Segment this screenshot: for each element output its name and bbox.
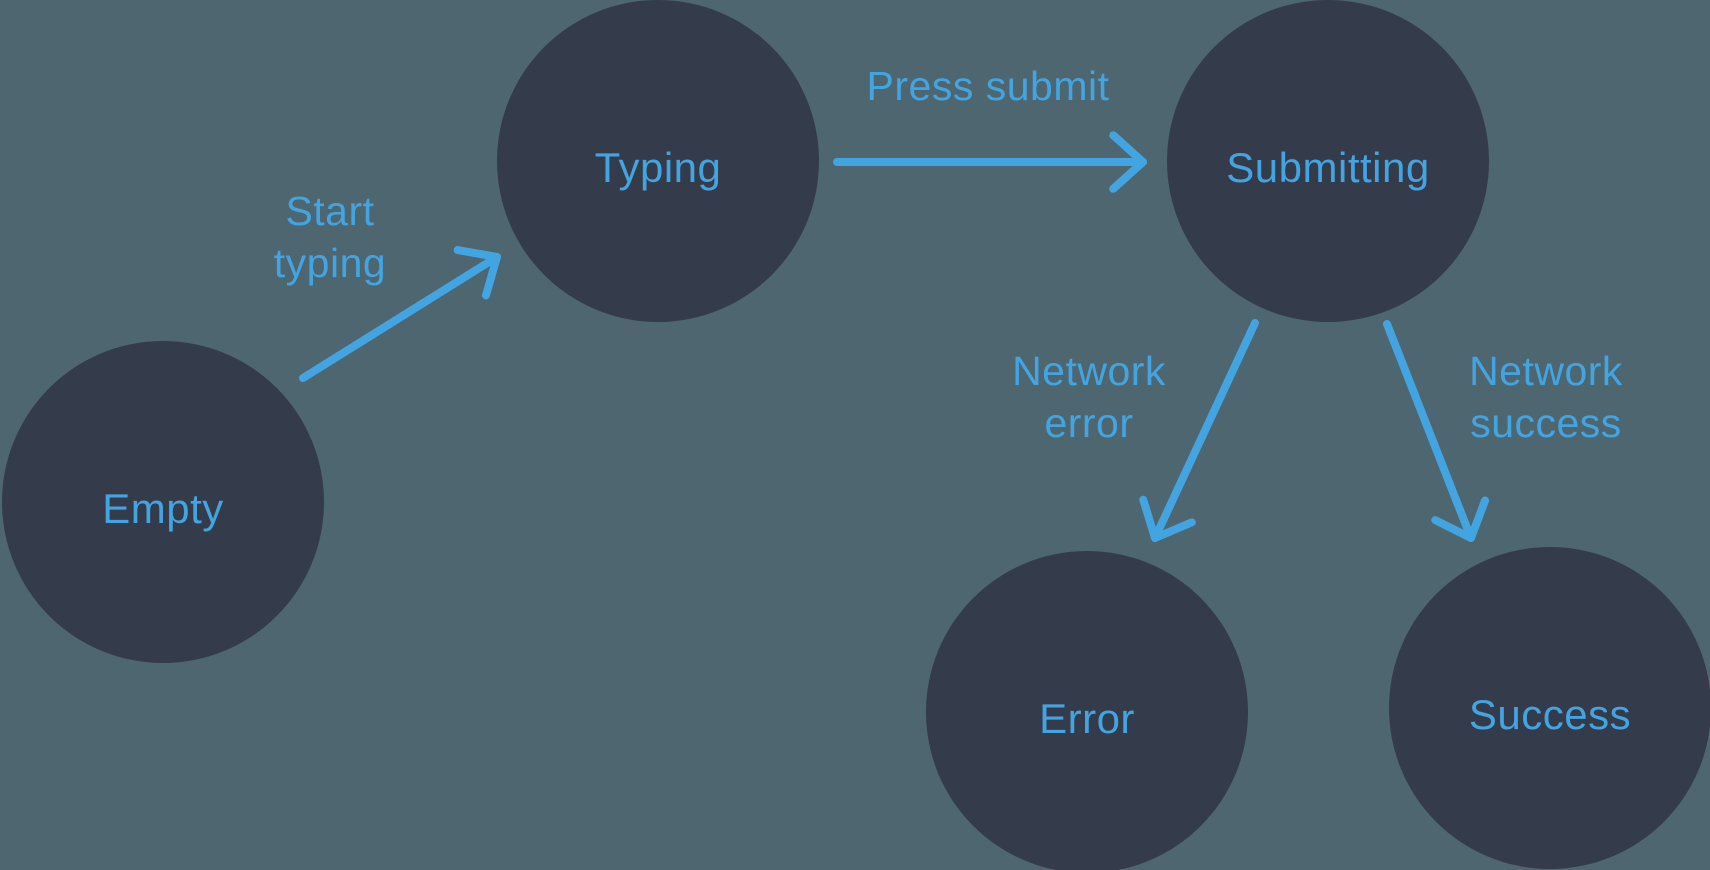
edge-label-press-submit: Press submit (867, 60, 1110, 112)
state-node-empty: Empty (2, 341, 324, 663)
edge-label-network-success: Network success (1469, 345, 1623, 449)
state-node-error: Error (926, 551, 1248, 870)
edge-label-line: Start (285, 188, 375, 234)
arrowhead-wing-icon (1151, 518, 1196, 542)
state-node-submitting: Submitting (1167, 0, 1489, 322)
edge-label-line: success (1470, 400, 1622, 446)
arrowhead-wing-icon (481, 253, 501, 300)
edge-label-line: Press submit (866, 63, 1110, 109)
state-node-typing: Typing (497, 0, 819, 322)
arrowhead-wing-icon (1109, 158, 1147, 193)
state-node-label: Submitting (1226, 144, 1430, 191)
edge-label-line: Network (1469, 348, 1623, 394)
edge-line (1383, 320, 1475, 542)
state-node-success: Success (1389, 547, 1710, 869)
state-node-label: Typing (594, 144, 722, 191)
edge-label-line: error (1044, 400, 1134, 446)
arrowhead-wing-icon (1467, 496, 1490, 542)
edge-label-line: Network (1012, 348, 1166, 394)
state-node-label: Error (1039, 695, 1135, 742)
edge-label-network-error: Network error (1012, 345, 1166, 449)
arrowhead-wing-icon (1431, 516, 1475, 542)
edge-label-line: typing (273, 240, 387, 286)
state-node-label: Empty (102, 485, 224, 532)
arrowhead-wing-icon (1139, 495, 1159, 542)
state-node-label: Success (1468, 691, 1632, 738)
edge-arrow-press-submit (833, 131, 1147, 193)
arrowhead-wing-icon (1109, 131, 1147, 166)
edge-line (1151, 319, 1259, 542)
arrowhead-wing-icon (453, 246, 501, 261)
edge-label-start-typing: Start typing (274, 185, 386, 289)
